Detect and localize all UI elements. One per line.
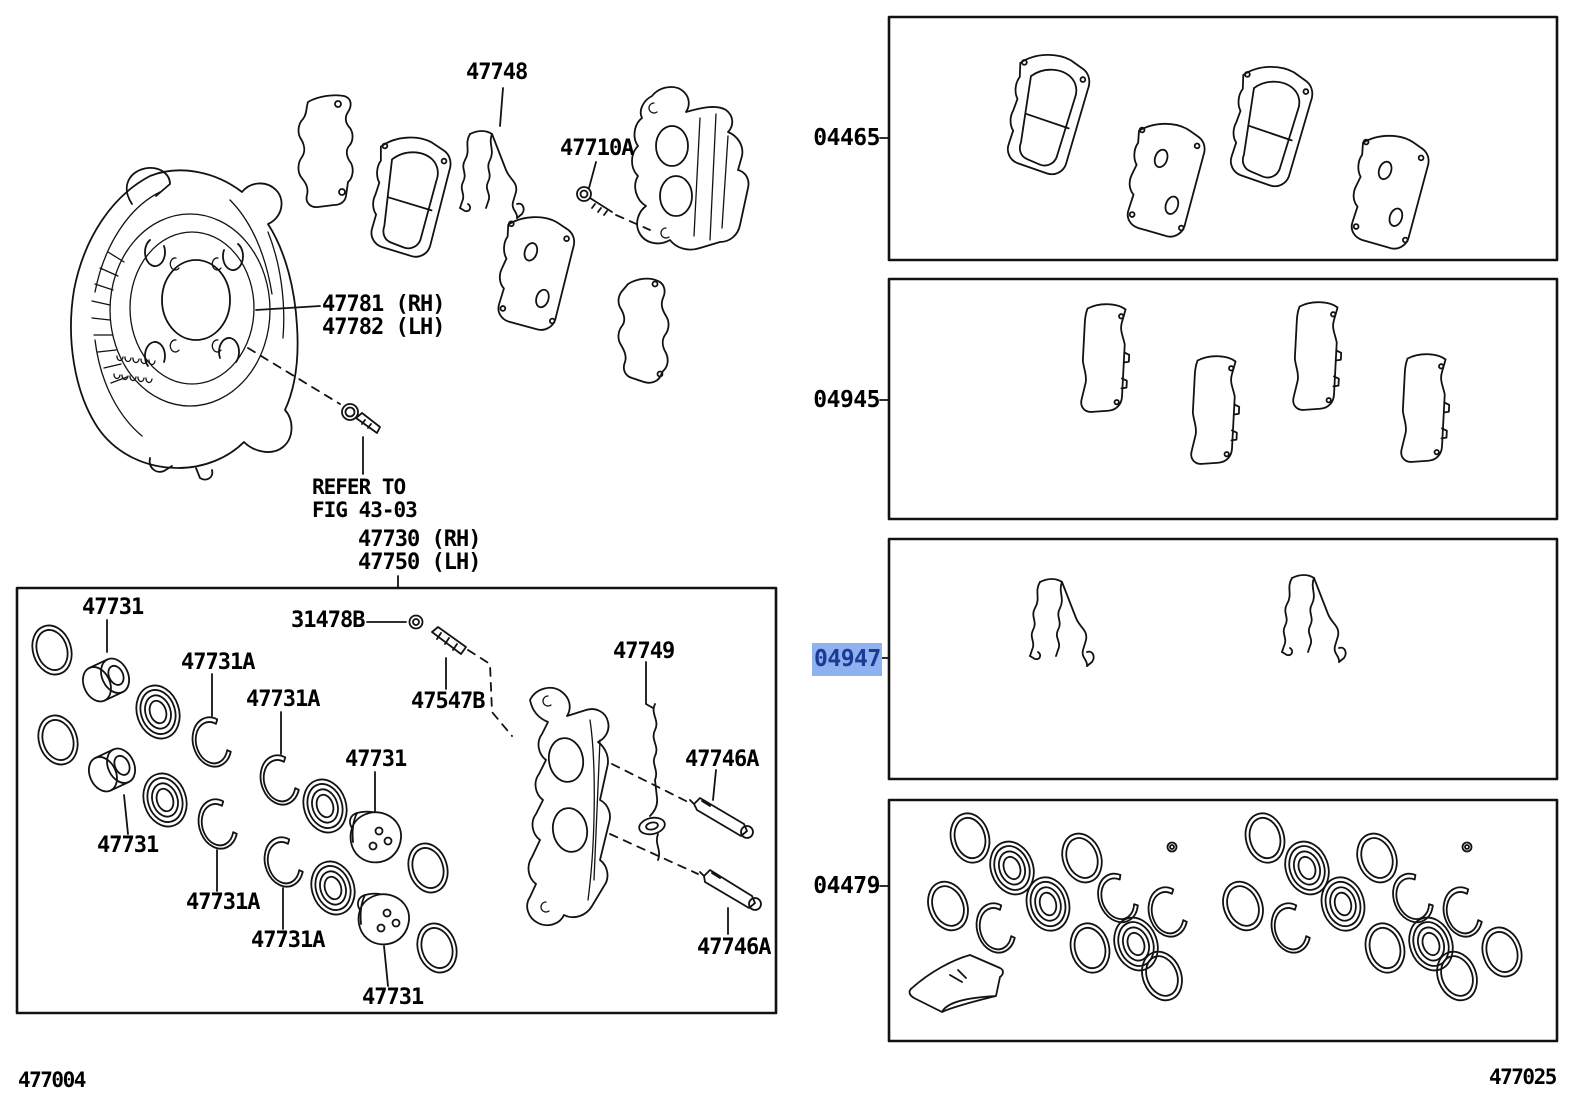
figure-code-left: 477004 — [18, 1068, 86, 1092]
fitting-kit-contents — [1029, 574, 1347, 667]
mount-bolt-drawing — [576, 186, 613, 216]
bolt-dashed-leader — [615, 214, 651, 231]
part-label-leaders-box — [106, 619, 389, 987]
kit-code-leaders — [879, 137, 890, 887]
part-label-snap-ring-4[interactable]: 47731A — [251, 928, 325, 953]
shim-kit-contents — [1079, 300, 1453, 467]
shield-bolt-dashed-leader — [247, 347, 341, 405]
part-label-bleeder-plug-cap[interactable]: 31478B — [291, 608, 365, 633]
part-label-caliper-mount-bolt[interactable]: 47710A — [560, 136, 634, 161]
inner-pad-drawing — [496, 214, 577, 333]
seal-kit-panel-outline — [887, 798, 1559, 1043]
kit-code-shim-kit[interactable]: 04945 — [813, 387, 880, 413]
part-label-slide-pin-1[interactable]: 47746A — [685, 747, 759, 772]
anti-rattle-spring-drawing — [638, 661, 666, 861]
seal-kit-contents — [908, 808, 1529, 1013]
pad-support-clip-drawing — [459, 130, 525, 219]
fitting-kit-panel-outline — [887, 537, 1559, 781]
shim-kit-panel-outline — [887, 277, 1559, 521]
refer-note-line1: REFER TO — [312, 475, 406, 499]
shield-bolt-drawing — [341, 403, 381, 475]
part-label-caliper-assy-rh[interactable]: 47730 (RH) — [358, 527, 481, 552]
part-label-pad-support-clip[interactable]: 47748 — [466, 60, 528, 85]
kit-code-fitting-kit-selected[interactable]: 04947 — [812, 643, 882, 676]
part-label-snap-ring-1[interactable]: 47731A — [181, 650, 255, 675]
shield-label-leader — [255, 305, 321, 311]
part-label-piston-1[interactable]: 47731 — [82, 595, 144, 620]
outer-shim-drawing — [297, 94, 354, 208]
refer-note-line2: FIG 43-03 — [312, 498, 418, 522]
part-label-anti-rattle-spring[interactable]: 47749 — [613, 639, 675, 664]
bolt-label-leader — [588, 161, 597, 189]
inner-shim-drawing — [617, 277, 670, 384]
splash-shield-drawing — [70, 167, 299, 481]
bleeder-plug-drawing — [366, 614, 513, 737]
caliper-front-drawing — [631, 86, 750, 251]
part-label-splash-shield-rh[interactable]: 47781 (RH) — [322, 292, 445, 317]
kit-code-pad-kit[interactable]: 04465 — [813, 125, 880, 151]
part-label-piston-3[interactable]: 47731 — [345, 747, 407, 772]
caliper-rear-drawing — [526, 686, 611, 927]
pad-kit-contents — [1004, 50, 1432, 252]
slide-pin-drawings — [609, 763, 762, 935]
part-label-slide-pin-2[interactable]: 47746A — [697, 935, 771, 960]
part-label-splash-shield-lh[interactable]: 47782 (LH) — [322, 315, 445, 340]
part-label-piston-2[interactable]: 47731 — [97, 833, 159, 858]
kit-code-seal-kit[interactable]: 04479 — [813, 873, 880, 899]
caliper-box-outline — [15, 586, 778, 1015]
part-label-snap-ring-2[interactable]: 47731A — [246, 687, 320, 712]
figure-code-right: 477025 — [1489, 1065, 1557, 1089]
part-label-snap-ring-3[interactable]: 47731A — [186, 890, 260, 915]
pad-kit-panel-outline — [887, 15, 1559, 262]
outer-pad-drawing — [368, 134, 454, 260]
part-label-caliper-assy-lh[interactable]: 47750 (LH) — [358, 550, 481, 575]
part-label-bleeder-plug[interactable]: 47547B — [411, 689, 485, 714]
clip-label-leader — [499, 87, 504, 127]
part-label-piston-4[interactable]: 47731 — [362, 985, 424, 1010]
